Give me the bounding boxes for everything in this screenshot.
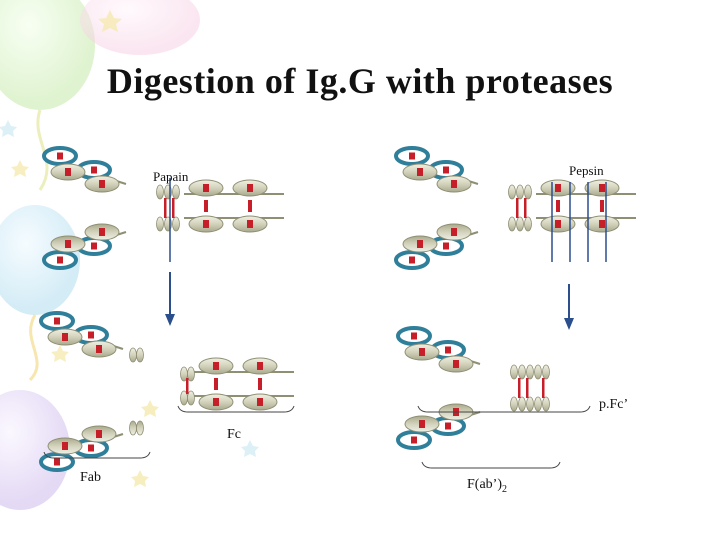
fc-fragment <box>180 358 295 410</box>
slide-title: Digestion of Ig.G with proteases <box>106 61 614 101</box>
fab2-bracket <box>421 461 561 469</box>
pepsin-arrow <box>564 284 574 330</box>
label-pepsin: Pepsin <box>569 163 604 178</box>
pfc-bracket <box>417 405 591 413</box>
fab2-fragment <box>398 328 550 448</box>
label-fc: Fc <box>227 427 241 442</box>
papain-arrow <box>165 272 175 326</box>
fc-bracket <box>177 405 295 413</box>
pepsin-cleavage-lines <box>551 182 607 262</box>
fab-bracket <box>43 451 151 459</box>
background-balloons <box>0 0 259 510</box>
igg-molecule-papain <box>44 148 284 268</box>
label-papain: Papain <box>153 169 189 184</box>
label-pfc: p.Fc’ <box>599 397 629 412</box>
label-fab2: F(ab’)2 <box>467 477 507 495</box>
label-fab2-main: F(ab’) <box>467 477 502 492</box>
label-fab: Fab <box>80 470 101 485</box>
label-fab2-subscript: 2 <box>502 483 507 495</box>
